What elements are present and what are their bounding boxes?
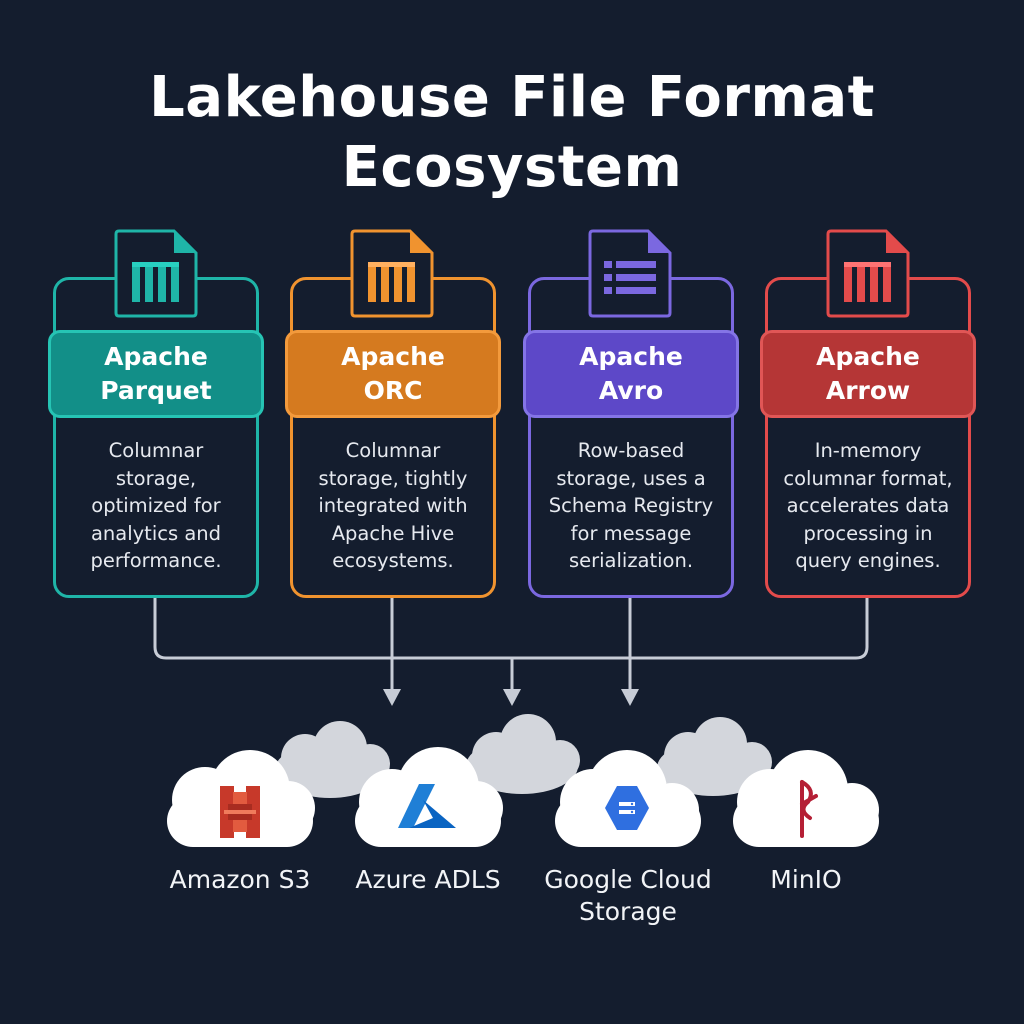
storage-label-line-1: Google Cloud	[544, 865, 712, 894]
background-cloud-3	[657, 717, 772, 796]
format-description-arrow: In-memory columnar format, accelerates d…	[778, 437, 958, 575]
page-title-line-1: Lakehouse File Format	[149, 65, 875, 130]
description-line: storage, tightly	[318, 466, 468, 490]
description-line: performance.	[90, 549, 222, 572]
storage-label-line-2: Storage	[579, 897, 677, 926]
description-line: storage,	[115, 466, 197, 490]
format-name-banner-orc: Apache ORC	[285, 330, 501, 418]
description-line: for message	[570, 521, 692, 545]
description-line: Columnar	[345, 439, 441, 462]
format-name-line-1: Apache	[579, 342, 683, 371]
format-name-banner-arrow: Apache Arrow	[760, 330, 976, 418]
description-line: Apache Hive	[331, 521, 455, 545]
description-line: optimized for	[91, 494, 221, 517]
connector-line-arrow	[512, 598, 869, 660]
storage-label-line-1: MinIO	[770, 865, 842, 894]
minio-icon	[800, 780, 818, 838]
format-description-avro: Row-based storage, uses a Schema Registr…	[541, 437, 721, 575]
background-cloud-2	[466, 714, 580, 794]
format-name-line-1: Apache	[816, 342, 920, 371]
format-name-line-2: Avro	[598, 376, 664, 405]
arrow-head-center	[503, 689, 521, 706]
storage-label-azure: Azure ADLS	[328, 864, 528, 896]
format-name-line-1: Apache	[104, 342, 208, 371]
description-line: processing in	[803, 521, 933, 545]
columnar-file-icon	[350, 229, 434, 318]
columnar-file-icon	[114, 229, 198, 318]
format-name-line-1: Apache	[341, 342, 445, 371]
storage-label-minio: MinIO	[706, 864, 906, 896]
google-cloud-storage-icon	[605, 786, 649, 830]
format-description-orc: Columnar storage, tightly integrated wit…	[303, 437, 483, 575]
arrow-head-orc	[383, 689, 401, 706]
azure-icon	[398, 784, 456, 828]
description-line: analytics and	[90, 521, 222, 545]
columnar-file-icon	[826, 229, 910, 318]
arrow-head-avro	[621, 689, 639, 706]
storage-label-gcs: Google Cloud Storage	[528, 864, 728, 928]
format-name-banner-parquet: Apache Parquet	[48, 330, 264, 418]
format-name-banner-avro: Apache Avro	[523, 330, 739, 418]
format-name-line-2: Parquet	[100, 376, 212, 405]
description-line: storage, uses a	[556, 466, 706, 490]
storage-label-line-1: Azure ADLS	[355, 865, 501, 894]
connector-line-parquet	[153, 598, 512, 660]
row-file-icon	[588, 229, 672, 318]
amazon-s3-icon	[220, 786, 260, 838]
description-line: Row-based	[577, 439, 685, 462]
description-line: accelerates data	[786, 494, 950, 517]
format-description-parquet: Columnar storage, optimized for analytic…	[66, 437, 246, 575]
description-line: Schema Registry	[548, 494, 714, 517]
description-line: query engines.	[795, 549, 941, 572]
description-line: serialization.	[568, 549, 694, 572]
description-line: In-memory	[814, 439, 922, 462]
storage-label-line-1: Amazon S3	[169, 865, 311, 894]
page-title-line-2: Ecosystem	[341, 135, 683, 200]
format-name-line-2: ORC	[363, 376, 423, 405]
description-line: ecosystems.	[332, 549, 454, 572]
storage-label-s3: Amazon S3	[140, 864, 340, 896]
background-cloud-1	[275, 721, 390, 798]
description-line: Columnar	[108, 439, 204, 462]
description-line: columnar format,	[783, 466, 953, 490]
description-line: integrated with	[318, 494, 468, 517]
format-name-line-2: Arrow	[825, 376, 911, 405]
